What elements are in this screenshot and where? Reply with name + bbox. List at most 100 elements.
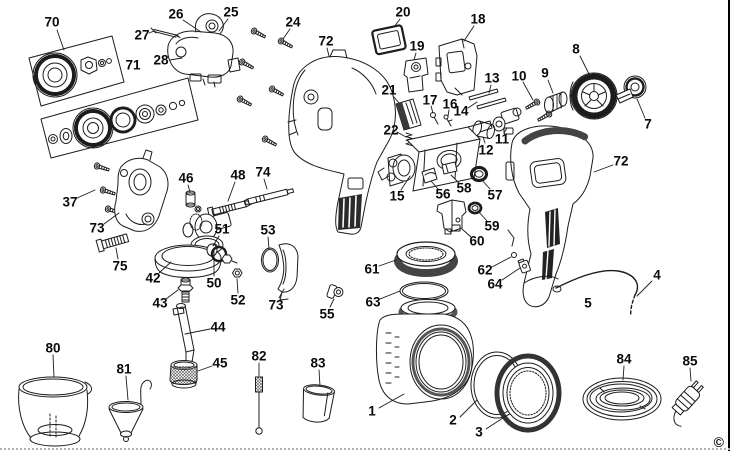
part-label-80: 80 — [45, 340, 61, 356]
part-label-26: 26 — [168, 6, 184, 22]
part-84-hose-coil-drawing — [582, 377, 662, 421]
leader-line-55 — [329, 298, 335, 308]
part-1-container-drawing — [376, 299, 474, 405]
part-label-60: 60 — [469, 233, 485, 249]
part-55-clip-drawing — [326, 284, 344, 299]
part-71-spray-kit-drawing — [40, 77, 199, 159]
leader-line-52 — [236, 278, 239, 294]
leader-line-4 — [636, 280, 653, 297]
leader-line-7 — [636, 98, 646, 119]
part-label-62: 62 — [477, 262, 493, 278]
leader-line-85 — [689, 367, 692, 382]
part-label-28: 28 — [153, 52, 169, 68]
part-27-screw-drawing — [150, 27, 181, 38]
leader-line-25 — [218, 18, 229, 32]
leader-line-44 — [184, 328, 211, 335]
leader-line-60 — [461, 228, 472, 238]
leader-line-70 — [56, 29, 65, 51]
leader-line-17 — [430, 105, 434, 114]
leader-line-12 — [482, 136, 486, 144]
part-label-75: 75 — [112, 258, 128, 274]
part-label-3: 3 — [475, 424, 483, 440]
leader-line-16 — [447, 109, 450, 117]
part-70-nozzle-kit-drawing — [28, 35, 125, 107]
part-73-right-bracket-drawing — [277, 243, 299, 301]
leader-line-48 — [227, 181, 236, 202]
leader-line-26 — [182, 19, 202, 33]
leader-line-18 — [463, 25, 475, 42]
part-45-filter-drawing — [169, 349, 198, 389]
part-label-11: 11 — [494, 131, 510, 147]
part-19-block-drawing — [403, 57, 429, 93]
leader-line-58 — [450, 174, 460, 184]
copyright-mark: © — [713, 434, 724, 450]
part-label-5: 5 — [584, 295, 592, 311]
part-label-13: 13 — [484, 70, 500, 86]
leader-line-61 — [378, 259, 397, 267]
leader-line-15 — [400, 175, 411, 191]
part-label-2: 2 — [449, 412, 457, 428]
leader-line-75 — [115, 247, 119, 260]
part-59-ring-drawing — [467, 201, 483, 215]
part-74-shaft-drawing — [243, 188, 295, 205]
part-label-20: 20 — [395, 4, 411, 20]
part-label-51: 51 — [214, 221, 230, 237]
leader-line-74 — [263, 178, 268, 190]
part-75-bolt-drawing — [95, 233, 130, 253]
part-label-25: 25 — [223, 4, 239, 20]
part-21-wedge-drawing — [395, 98, 422, 131]
part-label-45: 45 — [212, 355, 228, 371]
part-label-1: 1 — [368, 403, 376, 419]
leader-line-73 — [103, 212, 120, 225]
part-label-42: 42 — [145, 270, 161, 286]
leader-line-27 — [148, 30, 155, 34]
part-48-valve-stem-drawing — [206, 200, 253, 219]
part-label-48: 48 — [230, 167, 246, 183]
part-label-71: 71 — [125, 57, 141, 73]
part-81-viscosity-cup-drawing — [108, 379, 152, 442]
leader-line-59 — [477, 210, 488, 222]
part-label-7: 7 — [644, 116, 652, 132]
part-label-57: 57 — [487, 187, 503, 203]
part-3-retaining-ring-drawing — [494, 353, 562, 433]
leader-line-56 — [430, 180, 439, 190]
leader-lines — [52, 18, 692, 430]
leader-line-73 — [278, 288, 285, 299]
part-83-small-cup-drawing — [302, 384, 335, 423]
part-label-17: 17 — [422, 92, 438, 108]
part-56-wedge-drawing — [421, 167, 438, 184]
part-label-8: 8 — [572, 41, 580, 57]
leader-line-51 — [212, 235, 220, 247]
part-label-44: 44 — [210, 319, 226, 335]
part-label-50: 50 — [206, 275, 222, 291]
part-label-73: 73 — [268, 297, 284, 313]
leader-line-81 — [125, 375, 129, 401]
leader-line-46 — [187, 184, 191, 193]
part-label-82: 82 — [251, 348, 267, 364]
leader-line-84 — [622, 365, 625, 381]
part-label-46: 46 — [178, 170, 194, 186]
part-label-72: 72 — [613, 153, 629, 169]
part-63-oring-drawing — [399, 281, 449, 301]
part-58-block-drawing — [441, 161, 458, 175]
part-7-fan-drawing — [611, 75, 647, 104]
part-label-74: 74 — [255, 164, 271, 180]
part-label-58: 58 — [456, 180, 472, 196]
part-44-suction-tube-drawing — [172, 303, 195, 353]
part-52-nut-drawing — [232, 268, 243, 278]
part-25-air-valve-assembly-drawing — [167, 13, 241, 88]
leader-line-43 — [165, 289, 179, 300]
part-label-27: 27 — [134, 27, 150, 43]
leader-line-80 — [52, 354, 55, 378]
leader-line-28 — [169, 57, 183, 61]
part-label-9: 9 — [541, 65, 549, 81]
leader-line-24 — [282, 28, 291, 40]
leader-line-20 — [393, 18, 401, 28]
part-label-43: 43 — [152, 295, 168, 311]
part-57-ring-drawing — [469, 165, 489, 183]
leader-line-72 — [326, 47, 330, 57]
part-label-12: 12 — [478, 142, 494, 158]
page-right-border — [728, 0, 730, 451]
part-14-pin-drawing — [476, 97, 507, 110]
